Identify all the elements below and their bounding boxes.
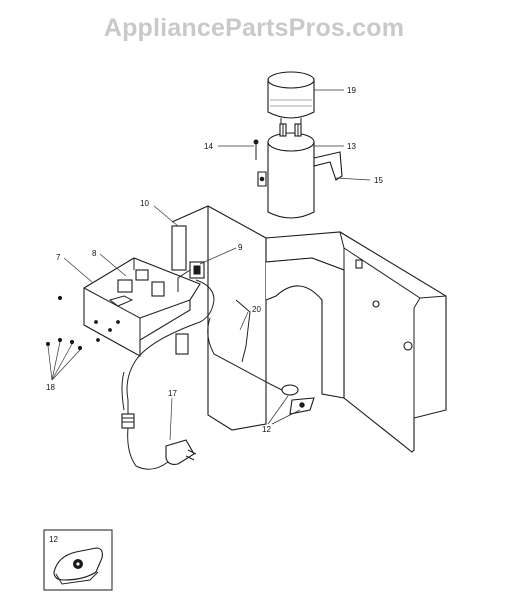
part-20-wire[interactable] xyxy=(175,299,283,391)
callout-9: 9 xyxy=(238,243,243,252)
leader-lines xyxy=(63,89,371,441)
callout-17: 17 xyxy=(168,389,177,398)
part-13-capacitor[interactable] xyxy=(267,123,315,219)
part-19-cap[interactable] xyxy=(267,71,315,130)
callout-18: 18 xyxy=(46,383,55,392)
control-box[interactable] xyxy=(83,205,267,431)
callout-7: 7 xyxy=(56,253,61,262)
inset-callout-12: 12 xyxy=(49,535,58,544)
callout-15: 15 xyxy=(374,176,383,185)
inset-part-12[interactable]: 12 xyxy=(43,529,113,591)
part-15-bracket[interactable] xyxy=(257,151,343,187)
part-17-power-cord[interactable] xyxy=(121,321,201,470)
part-18-screws[interactable] xyxy=(45,295,83,381)
callout-20: 20 xyxy=(252,305,261,314)
cabinet-panel[interactable] xyxy=(265,231,447,453)
part-14-screw[interactable] xyxy=(253,139,259,160)
watermark-text: AppliancePartsPros.com xyxy=(103,14,405,42)
callout-14: 14 xyxy=(204,142,213,151)
callout-12: 12 xyxy=(262,425,271,434)
part-12-grommet[interactable] xyxy=(281,384,315,415)
callout-19: 19 xyxy=(347,86,356,95)
callout-10: 10 xyxy=(140,199,149,208)
callout-13: 13 xyxy=(347,142,356,151)
callout-8: 8 xyxy=(92,249,97,258)
part-8-component[interactable] xyxy=(135,269,149,281)
